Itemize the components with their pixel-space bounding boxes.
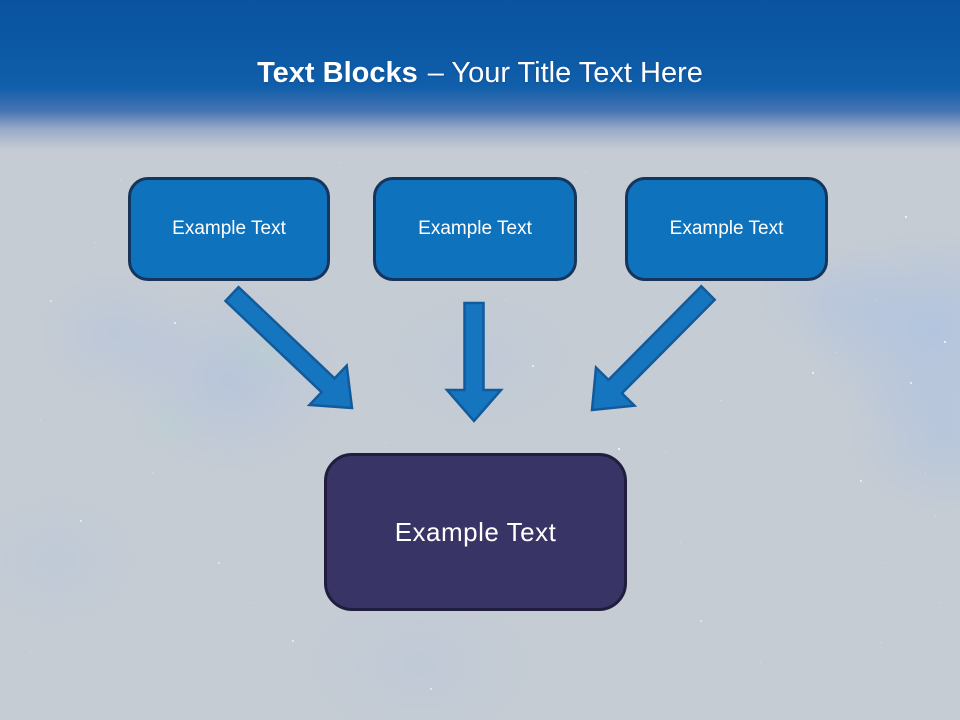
text-block-1: Example Text (128, 177, 330, 281)
slide-title-subtitle: – Your Title Text Here (427, 57, 703, 89)
text-block-3-label: Example Text (669, 218, 784, 239)
slide-header: Text Blocks – Your Title Text Here (0, 0, 960, 150)
text-block-3: Example Text (625, 177, 828, 281)
arrow-down-icon (444, 301, 504, 423)
text-block-1-label: Example Text (172, 218, 286, 239)
text-block-2-label: Example Text (418, 218, 532, 239)
slide-title: Text Blocks – Your Title Text Here (257, 0, 703, 150)
result-block: Example Text (324, 453, 627, 611)
result-block-label: Example Text (394, 516, 557, 547)
slide-title-emphasis: Text Blocks (257, 57, 418, 89)
arrow-down-left-icon (590, 284, 717, 412)
text-block-2: Example Text (373, 177, 577, 281)
arrow-down-right-icon (223, 285, 354, 410)
